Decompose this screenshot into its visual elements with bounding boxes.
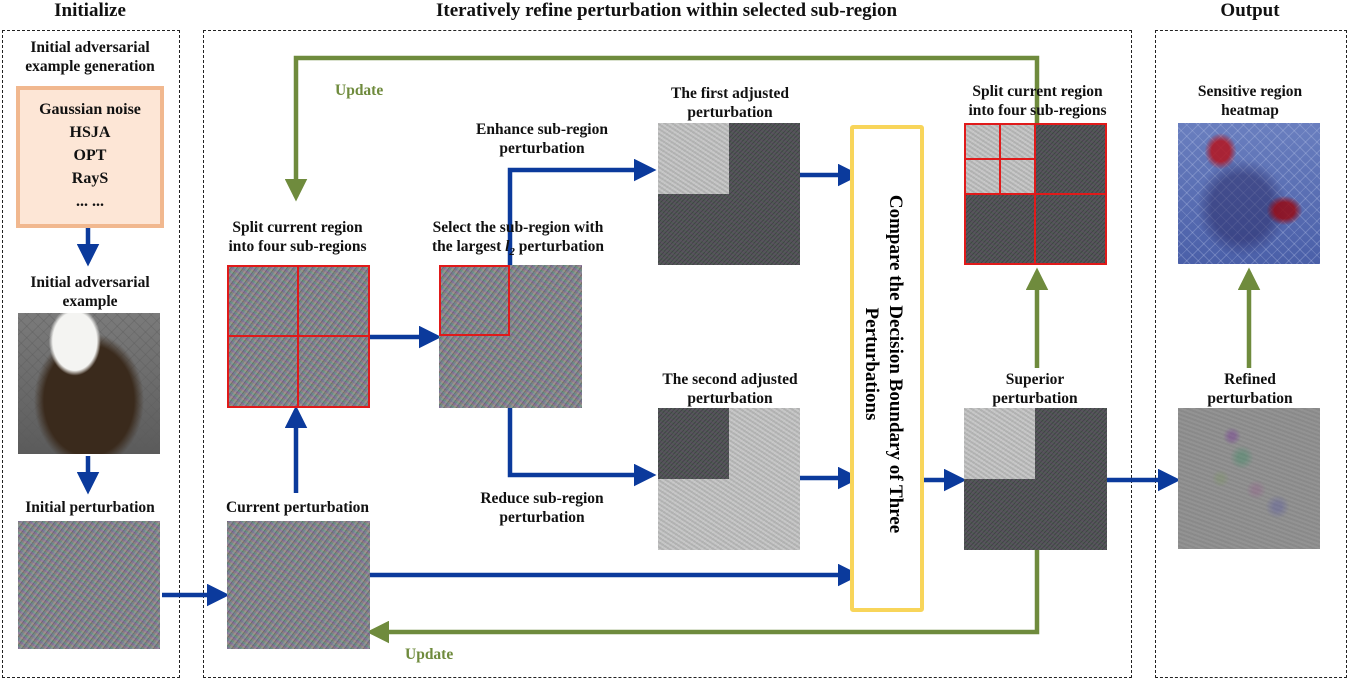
second-adjusted-reduced-quadrant — [658, 408, 729, 479]
initial-perturbation-image — [18, 521, 160, 649]
refine-heading: Iteratively refine perturbation within s… — [435, 0, 898, 21]
update-bottom-label: Update — [405, 646, 454, 663]
superior-perturbation-image — [964, 408, 1107, 550]
selected-subregion-highlight — [439, 265, 510, 336]
method-opt: OPT — [73, 147, 107, 164]
sensitive-region-heatmap-image — [1178, 123, 1320, 264]
refine-section — [203, 30, 1132, 678]
initial-adversarial-example-image — [18, 313, 160, 454]
arrow-select-to-enhance — [507, 158, 657, 265]
arrow-update-top — [284, 55, 1040, 202]
split-region-right-image — [964, 123, 1107, 265]
method-gaussian-noise: Gaussian noise — [39, 101, 141, 118]
split-region-image — [227, 265, 370, 408]
split-region-right-label: Split current region into four sub-regio… — [968, 83, 1107, 119]
refined-perturbation-label: Refined perturbation — [1207, 371, 1293, 407]
superior-enhanced-quadrant — [964, 408, 1035, 479]
second-adjusted-label: The second adjusted perturbation — [662, 371, 798, 407]
generation-methods-box — [16, 86, 164, 228]
superior-perturbation-label: Superior perturbation — [992, 371, 1078, 407]
compare-decision-boundary-box — [850, 125, 924, 612]
compare-decision-boundary-label: Compare the Decision Boundary of Three P… — [861, 194, 906, 534]
split-grid-horizontal — [227, 335, 370, 337]
current-perturbation-image — [227, 521, 370, 649]
second-adjusted-image — [658, 408, 800, 550]
split-region-label: Split current region into four sub-regio… — [228, 219, 367, 255]
generation-title: Initial adversarial example generation — [25, 39, 155, 75]
select-subregion-label: Select the sub-region with the largest l… — [431, 219, 605, 259]
reduce-label: Reduce sub-region perturbation — [480, 490, 604, 526]
initial-example-label: Initial adversarial example — [30, 274, 150, 310]
refined-perturbation-image — [1178, 408, 1320, 549]
enhance-label: Enhance sub-region perturbation — [476, 121, 608, 157]
output-section — [1155, 30, 1347, 678]
update-top-label: Update — [335, 82, 384, 99]
initialize-section — [2, 30, 180, 678]
selected-subregion-image — [439, 265, 582, 408]
initial-perturbation-label: Initial perturbation — [25, 499, 155, 516]
method-more: ... ... — [76, 193, 104, 210]
output-heading: Output — [1220, 0, 1280, 21]
method-hsja: HSJA — [69, 124, 111, 141]
arrow-select-to-reduce — [507, 408, 657, 487]
first-adjusted-image — [658, 123, 800, 265]
current-perturbation-label: Current perturbation — [225, 499, 370, 516]
heatmap-label: Sensitive region heatmap — [1197, 83, 1303, 119]
initialize-heading: Initialize — [54, 0, 126, 21]
generation-methods-list: Gaussian noise HSJA OPT RayS ... ... — [20, 98, 160, 213]
method-rays: RayS — [71, 170, 109, 187]
first-adjusted-label: The first adjusted perturbation — [671, 85, 789, 121]
first-adjusted-enhanced-quadrant — [658, 123, 729, 194]
arrow-update-bottom — [366, 550, 1040, 644]
